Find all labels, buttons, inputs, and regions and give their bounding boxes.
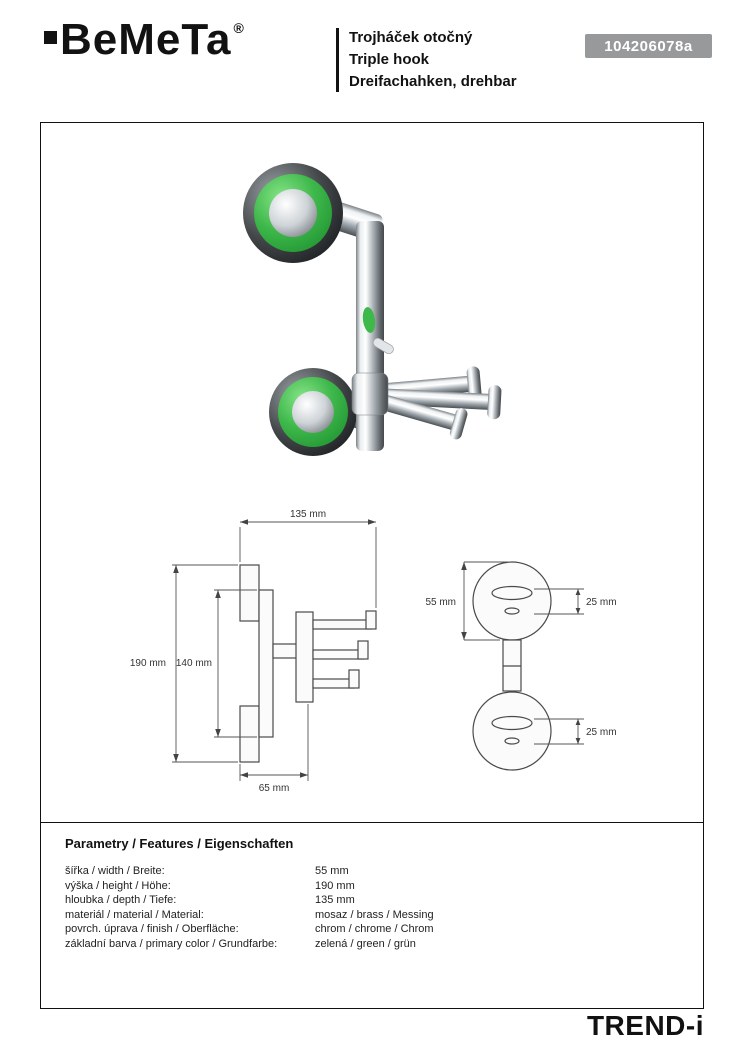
param-label: materiál / material / Material: [65,908,204,921]
parameters-section: Parametry / Features / Eigenschaften šíř… [65,836,665,952]
param-label: základní barva / primary color / Grundfa… [65,937,278,950]
param-value: 190 mm [315,879,355,892]
param-label: hloubka / depth / Tiefe: [65,894,177,907]
product-titles: Trojháček otočný Triple hook Dreifachahk… [349,27,517,93]
product-code-badge: 104206078a [585,34,712,58]
param-label: šířka / width / Breite: [65,865,165,877]
brand-logo: BeMeTa ® [44,18,244,62]
param-row-depth: hloubka / depth / Tiefe: 135 mm [65,893,665,908]
parameters-divider [40,822,704,823]
parameters-heading: Parametry / Features / Eigenschaften [65,836,294,851]
param-row-finish: povrch. úprava / finish / Oberfläche: ch… [65,922,665,937]
series-name: TREND-i [586,1010,704,1041]
brand-logo-text: BeMeTa [60,15,232,64]
param-label: povrch. úprava / finish / Oberfläche: [65,923,239,936]
param-value: mosaz / brass / Messing [315,908,434,921]
product-title-cs: Trojháček otočný [349,29,473,46]
param-value: zelená / green / grün [315,937,416,950]
param-value: 135 mm [315,894,355,907]
logo-square-icon [44,31,57,44]
registered-mark: ® [233,20,244,36]
param-row-material: materiál / material / Material: mosaz / … [65,908,665,923]
product-title-en: Triple hook [349,51,430,68]
param-label: výška / height / Höhe: [65,879,171,892]
param-row-color: základní barva / primary color / Grundfa… [65,937,665,952]
param-value: 55 mm [315,865,349,877]
param-row-width: šířka / width / Breite: 55 mm [65,864,665,879]
product-title-de: Dreifachahken, drehbar [349,73,517,90]
param-value: chrom / chrome / Chrom [315,923,434,936]
param-row-height: výška / height / Höhe: 190 mm [65,879,665,894]
header-divider [336,28,339,92]
